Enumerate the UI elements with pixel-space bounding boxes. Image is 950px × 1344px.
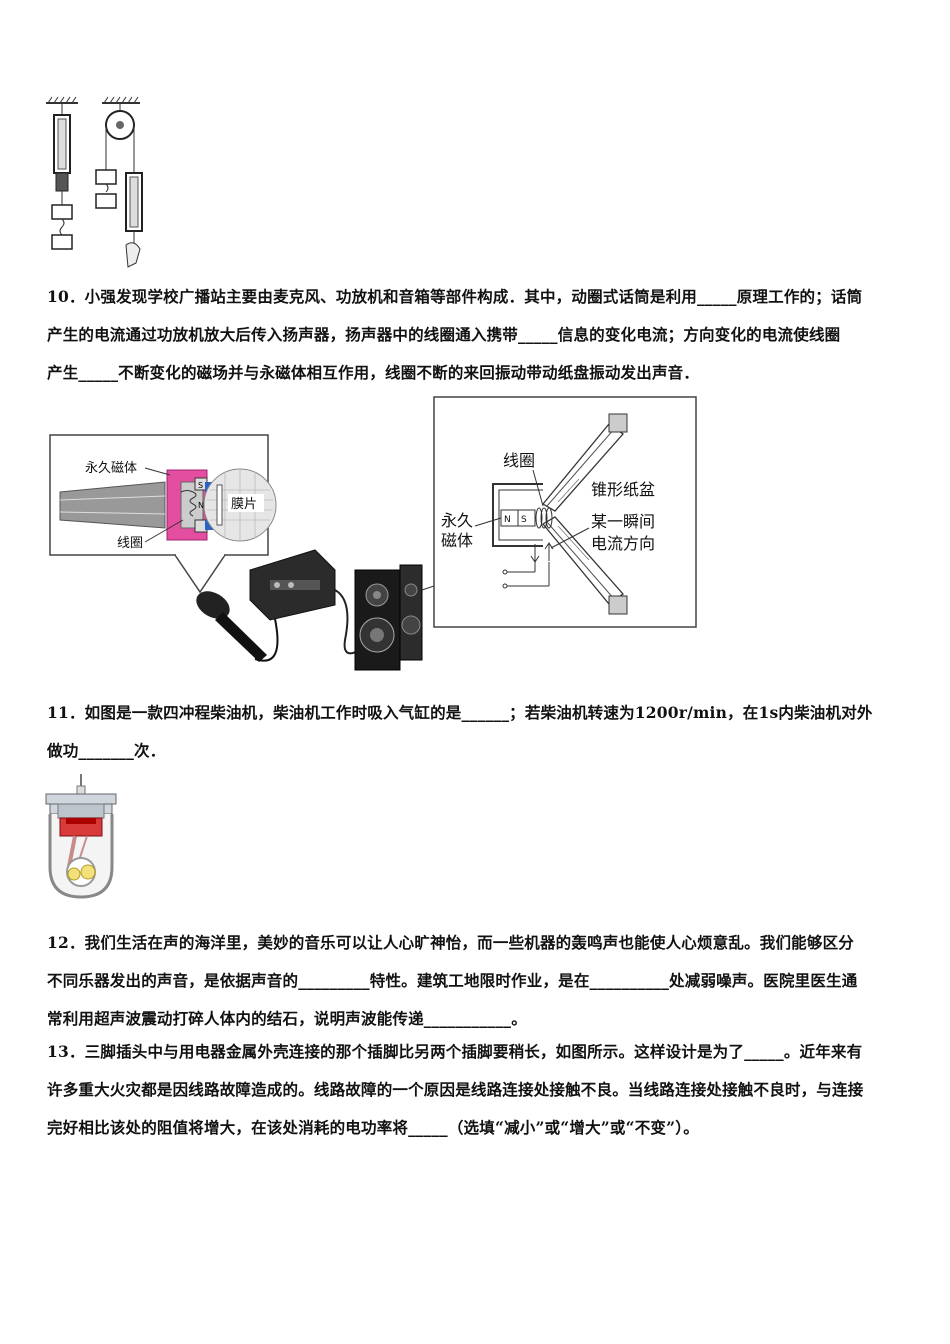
question-10-line-1: 10．小强发现学校广播站主要由麦克风、功放机和音箱等部件构成．其中，动圈式话筒是…: [47, 287, 863, 306]
speaker-pole-s-label: S: [521, 515, 527, 525]
mic-coil-label: 线圈: [117, 536, 143, 551]
question-12: 12．我们生活在声的海洋里，美妙的音乐可以让人心旷神怡，而一些机器的轰鸣声也能使…: [47, 924, 907, 1038]
speaker-current-label-1: 某一瞬间: [591, 512, 655, 531]
mic-magnet-label: 永久磁体: [85, 461, 137, 476]
speaker-current-label-2: 电流方向: [591, 534, 655, 553]
mic-membrane-label: 膜片: [231, 497, 257, 512]
question-11: 11．如图是一款四冲程柴油机，柴油机工作时吸入气缸的是______；若柴油机转速…: [47, 694, 907, 770]
mic-pole-s-label: S: [198, 481, 203, 490]
question-13-line-3: 完好相比该处的阻值将增大，在该处消耗的电功率将_____（选填“减小”或“增大”…: [47, 1118, 699, 1137]
question-10: 10．小强发现学校广播站主要由麦克风、功放机和音箱等部件构成．其中，动圈式话筒是…: [47, 278, 907, 392]
speaker-cone-label: 锥形纸盆: [591, 480, 655, 499]
question-12-line-1: 12．我们生活在声的海洋里，美妙的音乐可以让人心旷神怡，而一些机器的轰鸣声也能使…: [47, 933, 854, 952]
question-13-line-2: 许多重大火灾都是因线路故障造成的。线路故障的一个原因是线路连接处接触不良。当线路…: [47, 1080, 864, 1099]
question-13-line-1: 13．三脚插头中与用电器金属外壳连接的那个插脚比另两个插脚要稍长，如图所示。这样…: [47, 1042, 863, 1061]
mic-pole-n-label: N: [198, 501, 204, 510]
microphone-figure: S N 膜片 永久磁体 线圈: [45, 430, 440, 675]
speaker-magnet-label-2: 磁体: [441, 531, 473, 550]
question-10-line-2: 产生的电流通过功放机放大后传入扬声器，扬声器中的线圈通入携带_____信息的变化…: [47, 325, 841, 344]
speaker-diagram: N S 线圈 锥形纸盆 永久 磁体 某一瞬间 电流方向: [433, 396, 697, 628]
speaker-coil-label: 线圈: [503, 451, 535, 470]
diesel-engine-figure: [44, 772, 118, 900]
pulley-figure: [40, 95, 160, 270]
speaker-magnet-label-1: 永久: [441, 511, 473, 530]
question-11-line-2: 做功_______次．: [47, 741, 166, 760]
question-10-line-3: 产生_____不断变化的磁场并与永磁体相互作用，线圈不断的来回振动带动纸盘振动发…: [47, 363, 700, 382]
question-12-line-2: 不同乐器发出的声音，是依据声音的_________特性。建筑工地限时作业，是在_…: [47, 971, 858, 990]
question-13: 13．三脚插头中与用电器金属外壳连接的那个插脚比另两个插脚要稍长，如图所示。这样…: [47, 1033, 907, 1147]
question-11-line-1: 11．如图是一款四冲程柴油机，柴油机工作时吸入气缸的是______；若柴油机转速…: [47, 703, 873, 722]
question-12-line-3: 常利用超声波震动打碎人体内的结石，说明声波能传递___________。: [47, 1009, 527, 1028]
speaker-pole-n-label: N: [504, 515, 511, 525]
